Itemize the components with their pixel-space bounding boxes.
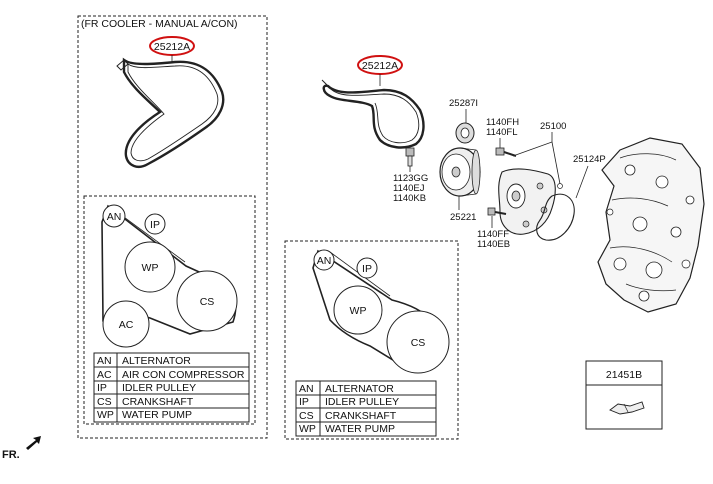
left-pulley-wp-label: WP [142, 262, 159, 274]
right-pulley-an-label: AN [317, 255, 332, 267]
left-pulley-wp [124, 241, 176, 293]
idler-pulley-icon [455, 122, 475, 144]
front-direction-indicator: FR. [2, 436, 41, 461]
left-legend-name: CRANKSHAFT [122, 396, 194, 408]
front-direction-label: FR. [2, 449, 20, 461]
center-part-number[interactable]: 25212A [362, 60, 398, 72]
water-pump-body-icon [498, 168, 563, 235]
right-routing-box [284, 240, 459, 440]
left-panel: (FR COOLER - MANUAL A/CON) 25212A AN IP … [77, 15, 268, 439]
left-legend-code: CS [97, 396, 112, 408]
water-pump-assembly: 25287I 25221 1123GG 1140EJ 1140KB 1140FH… [393, 98, 606, 250]
label-pulley-bolt-c[interactable]: 1140KB [393, 193, 426, 204]
label-pulley-bolt-b[interactable]: 1140EJ [393, 183, 425, 194]
left-legend-name: AIR CON COMPRESSOR [122, 369, 245, 381]
right-legend-code: AN [299, 383, 314, 395]
label-pump[interactable]: 25100 [540, 121, 566, 132]
right-pulley-wp-label: WP [350, 305, 367, 317]
label-bolt-eb[interactable]: 1140EB [477, 239, 510, 250]
left-routing-box [83, 195, 256, 425]
left-pulley-an-label: AN [107, 211, 122, 223]
left-pulley-ip-label: IP [150, 219, 160, 231]
left-pulley-ac-label: AC [119, 319, 134, 331]
pulley-bolt-icon [405, 147, 415, 167]
left-legend-name: IDLER PULLEY [122, 382, 196, 394]
right-legend-name: ALTERNATOR [325, 383, 394, 395]
right-legend-name: CRANKSHAFT [325, 410, 397, 422]
right-legend-code: IP [299, 396, 309, 408]
left-panel-border [77, 15, 268, 439]
label-bolt-fh[interactable]: 1140FH [486, 117, 519, 128]
right-legend-name: WATER PUMP [325, 423, 395, 435]
right-pulley-wp [333, 285, 383, 335]
label-bolt-ff[interactable]: 1140FF [477, 229, 509, 240]
clip-part-box: 21451B [585, 360, 663, 430]
left-routing-diagram: AN IP WP CS AC [101, 204, 238, 348]
clip-icon [609, 401, 645, 415]
left-legend-code: WP [97, 409, 114, 421]
right-legend-name: IDLER PULLEY [325, 396, 399, 408]
right-pulley-ip [356, 257, 378, 279]
label-clip[interactable]: 21451B [606, 369, 642, 381]
left-part-number[interactable]: 25212A [154, 41, 190, 53]
left-legend-code: IP [97, 382, 107, 394]
left-legend-name: WATER PUMP [122, 409, 192, 421]
label-gasket[interactable]: 25124P [573, 154, 606, 165]
left-legend-name: ALTERNATOR [122, 355, 191, 367]
gasket-icon [536, 193, 575, 241]
left-legend-code: AN [97, 355, 112, 367]
left-pulley-ip [144, 213, 166, 235]
left-belt-drawing [116, 57, 225, 168]
engine-block-icon [597, 137, 705, 313]
left-pulley-cs-label: CS [200, 296, 215, 308]
right-pulley-an [313, 249, 335, 271]
left-legend-table: AN ALTERNATOR AC AIR CON COMPRESSOR IP I… [93, 352, 250, 423]
left-pulley-ac [102, 300, 150, 348]
left-pulley-cs [176, 270, 238, 332]
right-legend-table: AN ALTERNATOR IP IDLER PULLEY CS CRANKSH… [295, 380, 437, 437]
water-pump-pulley-icon [439, 147, 481, 197]
right-pulley-cs-label: CS [411, 337, 426, 349]
right-routing-panel: AN IP WP CS AN ALTERNATOR IP IDLER PULLE… [284, 240, 459, 440]
left-panel-title: (FR COOLER - MANUAL A/CON) [81, 18, 238, 30]
right-pulley-cs [386, 310, 450, 374]
label-pulley-bolt-a[interactable]: 1123GG [393, 173, 428, 184]
right-legend-code: WP [299, 423, 316, 435]
label-bolt-fl[interactable]: 1140FL [486, 127, 518, 138]
left-pulley-an [102, 204, 126, 228]
right-pulley-ip-label: IP [362, 263, 372, 275]
right-legend-code: CS [299, 410, 314, 422]
pump-bolt-icon [495, 147, 517, 157]
center-belt: 25212A [321, 55, 425, 149]
left-legend-code: AC [97, 369, 112, 381]
pump-lower-bolt-icon [487, 207, 507, 216]
front-arrow-icon [26, 436, 41, 450]
label-idler[interactable]: 25287I [449, 98, 478, 109]
label-pulley[interactable]: 25221 [450, 212, 476, 223]
